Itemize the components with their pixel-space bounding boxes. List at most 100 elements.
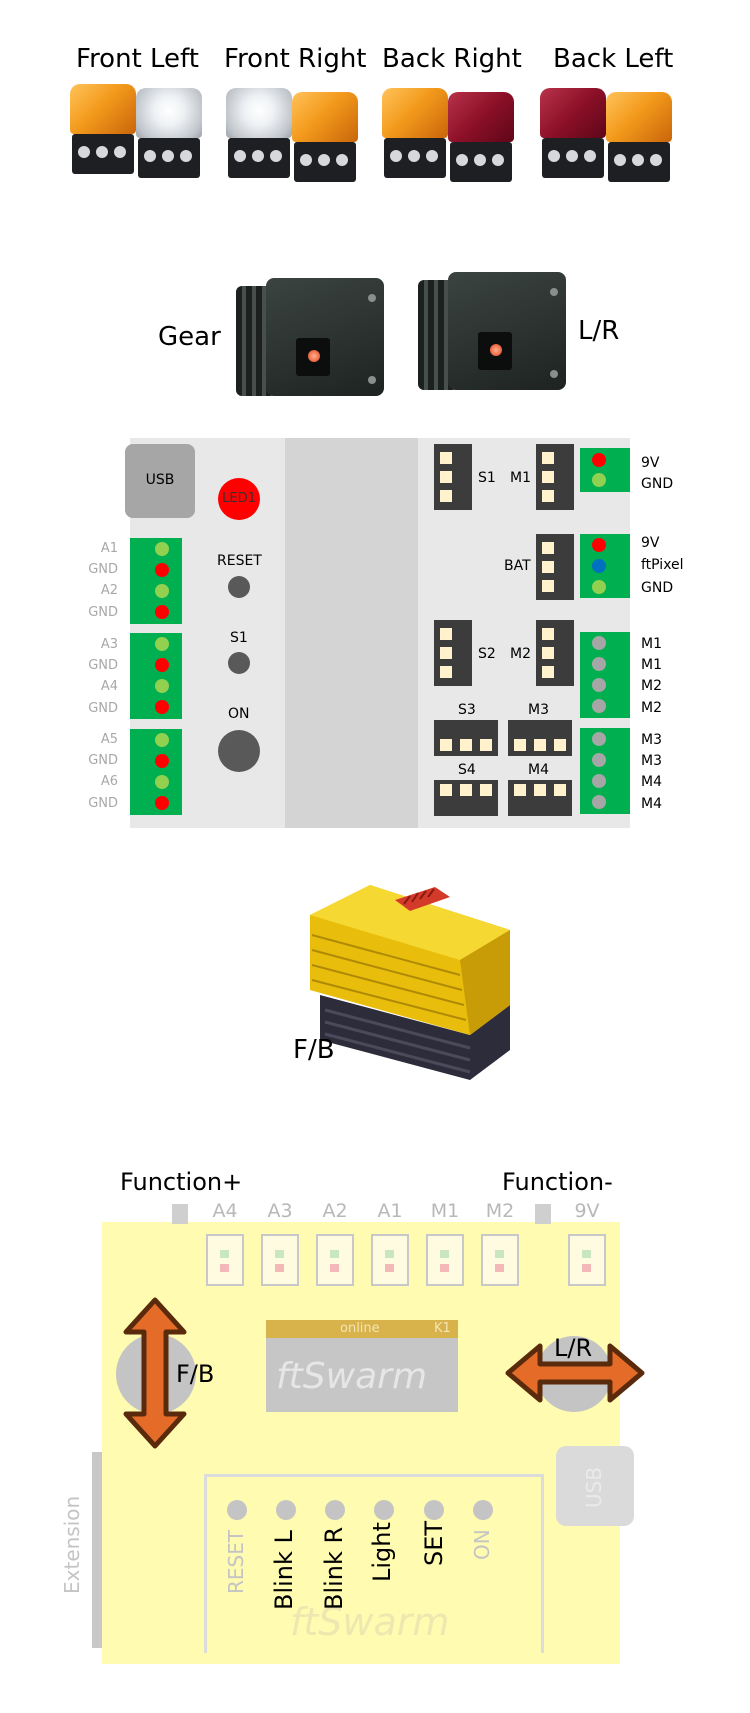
board-watermark: ftSwarm [290,1600,450,1644]
function-minus-label: Function- [502,1168,613,1196]
on-label: ON [228,706,250,722]
pin-label: M2 [641,700,662,716]
button-label-light: Light [368,1522,396,1582]
lamp-white-icon [224,88,294,180]
button-panel [204,1474,544,1653]
header-back-right: Back Right [382,44,522,74]
motor-header-m4[interactable] [508,780,572,816]
connector-m1[interactable] [426,1234,464,1286]
port-label-m2: M2 [510,646,531,662]
pin-label: A4 [100,679,118,694]
pin-label: A5 [100,732,118,747]
motor-header-m1[interactable] [536,444,574,510]
port-label-s1: S1 [478,470,496,486]
function-plus-button[interactable] [172,1204,188,1224]
analog-connector-a5-a6[interactable] [130,729,182,815]
connector-a2[interactable] [316,1234,354,1286]
lamp-red-icon [446,92,516,184]
extension-port[interactable] [92,1452,102,1648]
ftpixel-connector[interactable] [580,534,630,598]
usb-label: USB [145,472,175,488]
button-label-on: ON [470,1529,494,1560]
function-minus-button[interactable] [535,1204,551,1224]
on-button[interactable] [473,1500,493,1520]
servo-label-lr: L/R [578,316,620,346]
pin-label: GND [88,562,118,577]
lamp-white-icon [134,88,204,180]
arrow-up-down-icon [123,1297,187,1449]
set-button[interactable] [424,1500,444,1520]
port-label-s2: S2 [478,646,496,662]
led1-indicator: LED1 [218,478,260,520]
usb-port: USB [125,444,195,518]
pin-label: GND [88,796,118,811]
display-logo: ftSwarm [276,1356,428,1397]
port-label-s4: S4 [458,762,476,778]
pin-label: GND [641,476,674,492]
battery-header[interactable] [536,534,574,600]
connector-a1[interactable] [371,1234,409,1286]
pin-label: A2 [100,583,118,598]
pin-label: M2 [641,678,662,694]
servo-header-s3[interactable] [434,720,498,756]
connector-a4[interactable] [206,1234,244,1286]
light-button[interactable] [374,1500,394,1520]
usb-port[interactable]: USB [556,1446,634,1526]
s1-button[interactable] [228,652,250,674]
connector-m2[interactable] [481,1234,519,1286]
connector-9v[interactable] [568,1234,606,1286]
column-label: A1 [377,1200,403,1222]
servo-label-gear: Gear [158,322,221,352]
port-label-m4: M4 [528,762,549,778]
port-label-bat: BAT [504,558,531,574]
reset-label: RESET [217,553,262,569]
pin-label: GND [88,753,118,768]
pin-label: A6 [100,774,118,789]
connector-a3[interactable] [261,1234,299,1286]
column-label: A2 [322,1200,348,1222]
button-label-blink-r: Blink R [320,1526,348,1610]
servo-header-s4[interactable] [434,780,498,816]
header-front-left: Front Left [76,44,199,74]
servo-gear-icon [236,278,386,403]
analog-connector-a3-a4[interactable] [130,633,182,719]
pin-label: M1 [641,657,662,673]
pin-label: M4 [641,796,662,812]
on-button[interactable] [218,730,260,772]
column-label: M2 [485,1200,515,1222]
lamp-orange-icon [290,92,360,184]
port-label-m1: M1 [510,470,531,486]
analog-connector-a1-a2[interactable] [130,538,182,624]
power-in-connector[interactable] [580,448,630,492]
display-status: online [340,1321,380,1336]
column-label: A3 [267,1200,293,1222]
servo-header-s2[interactable] [434,620,472,686]
display-id: K1 [434,1321,451,1336]
pin-label: 9V [641,455,660,471]
motor-header-m3[interactable] [508,720,572,756]
header-front-right: Front Right [224,44,367,74]
servo-header-s1[interactable] [434,444,472,510]
motor-connector-m3-m4[interactable] [580,728,630,814]
joystick-right-label: L/R [554,1334,593,1362]
reset-button[interactable] [227,1500,247,1520]
motor-label-fb: F/B [293,1035,335,1065]
lamp-orange-icon [380,88,450,180]
blink-right-button[interactable] [325,1500,345,1520]
port-label-s3: S3 [458,702,476,718]
button-label-blink-l: Blink L [270,1530,298,1610]
pin-label: A3 [100,637,118,652]
reset-button[interactable] [228,576,250,598]
motor-connector-m1-m2[interactable] [580,632,630,718]
pin-label: 9V [641,535,660,551]
button-label-set: SET [420,1520,448,1566]
motor-header-m2[interactable] [536,620,574,686]
xm-motor-icon [310,885,510,1080]
blink-left-button[interactable] [276,1500,296,1520]
pin-label: GND [88,605,118,620]
lamp-orange-icon [68,84,138,176]
column-label: 9V [574,1200,600,1222]
ftswarm-board [102,1222,620,1664]
pin-label: M1 [641,636,662,652]
lamp-orange-icon [604,92,674,184]
